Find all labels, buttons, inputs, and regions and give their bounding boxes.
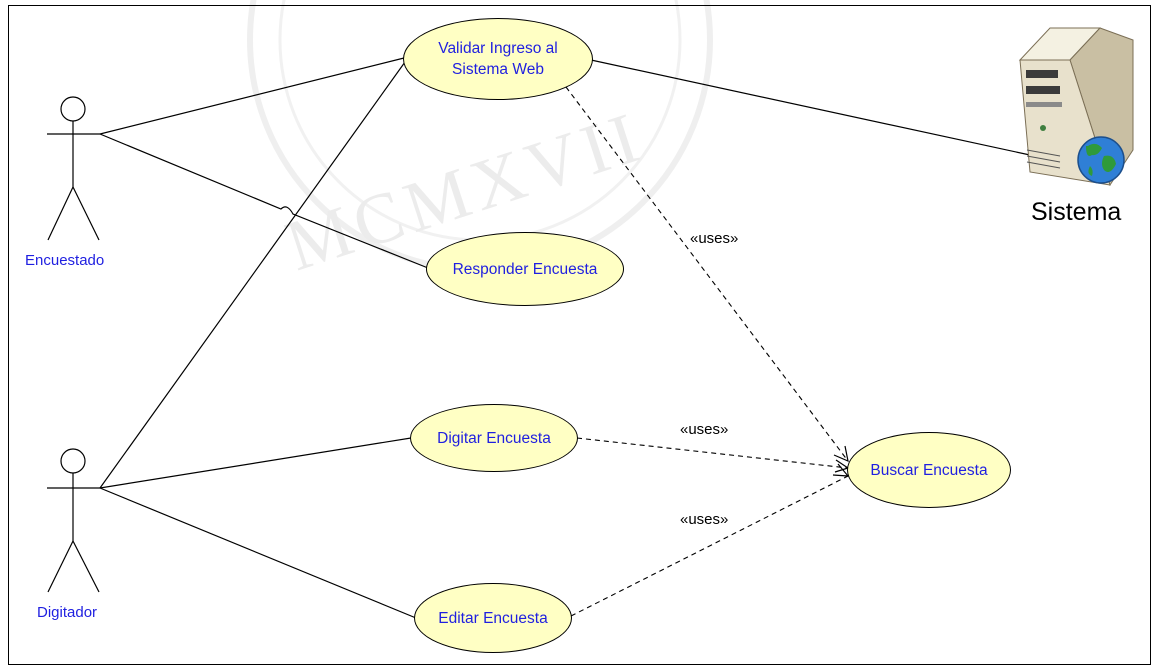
uses-validar-buscar xyxy=(565,86,849,462)
assoc-encuestado-responder xyxy=(99,133,429,269)
usecase-editar-encuesta[interactable]: Editar Encuesta xyxy=(414,583,572,653)
usecase-responder-label: Responder Encuesta xyxy=(452,260,598,278)
stick-figure-icon xyxy=(47,96,100,241)
uses-editar-buscar xyxy=(570,475,849,617)
usecase-digitar-label: Digitar Encuesta xyxy=(437,429,551,447)
globe-icon xyxy=(1077,136,1125,184)
stick-figure-icon xyxy=(47,448,100,593)
usecase-responder-encuesta[interactable]: Responder Encuesta xyxy=(426,232,624,306)
usecase-buscar-label: Buscar Encuesta xyxy=(870,461,988,479)
usecase-editar-label: Editar Encuesta xyxy=(438,609,548,627)
assoc-digitador-editar xyxy=(99,487,417,619)
actor-sistema-label: Sistema xyxy=(1031,198,1122,226)
actor-digitador-label: Digitador xyxy=(37,604,98,621)
assoc-encuestado-validar xyxy=(99,57,405,135)
usecase-validar-ingreso[interactable]: Validar Ingreso al Sistema Web xyxy=(403,18,593,100)
assoc-digitador-digitar xyxy=(99,437,412,489)
uses-digitar-buscar xyxy=(576,437,849,469)
usecase-validar-label: Validar Ingreso al Sistema Web xyxy=(438,40,558,78)
usecase-digitar-encuesta[interactable]: Digitar Encuesta xyxy=(410,404,578,472)
uses-label-editar-buscar: «uses» xyxy=(680,511,729,528)
assoc-digitador-validar xyxy=(99,61,406,489)
uses-label-validar-buscar: «uses» xyxy=(690,230,739,247)
uses-label-digitar-buscar: «uses» xyxy=(680,421,729,438)
usecase-buscar-encuesta[interactable]: Buscar Encuesta xyxy=(847,432,1011,508)
arrowhead-1 xyxy=(833,445,849,463)
actor-encuestado-label: Encuestado xyxy=(25,252,105,269)
assoc-validar-sistema xyxy=(590,59,1031,156)
